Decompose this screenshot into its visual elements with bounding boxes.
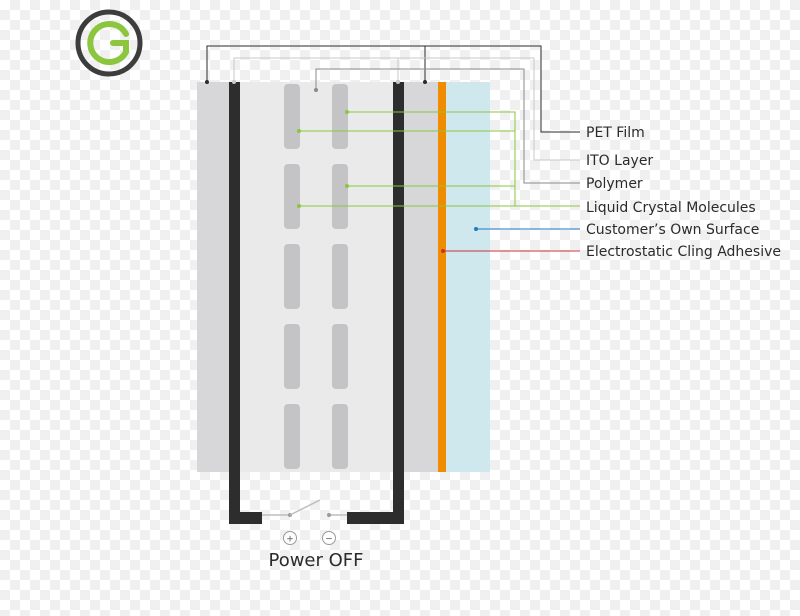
crystal-capsule [284, 84, 300, 149]
plus-terminal: + [283, 531, 297, 545]
crystal-capsule [332, 244, 348, 309]
pet-film-left [197, 82, 229, 472]
crystal-capsule [284, 244, 300, 309]
layer-labels: PET Film ITO Layer Polymer Liquid Crysta… [586, 125, 781, 260]
crystal-capsule [284, 404, 300, 469]
crystal-capsule [332, 324, 348, 389]
adhesive-layer [438, 82, 446, 472]
crystal-capsule [332, 164, 348, 229]
plus-sign: + [286, 535, 294, 545]
minus-sign: − [325, 535, 333, 545]
leader-liquid-crystal [297, 110, 580, 208]
ito-layer-left [229, 82, 262, 524]
minus-terminal: − [322, 531, 336, 545]
leader-polymer [314, 68, 580, 184]
power-switch: + − Power OFF [262, 499, 364, 571]
leader-ito-layer [232, 57, 580, 161]
leader-customer-surface [474, 227, 580, 231]
label-customer-surface: Customer’s Own Surface [586, 222, 759, 238]
leader-lines [205, 45, 580, 253]
customer-surface-layer [446, 82, 490, 472]
label-pet-film: PET Film [586, 125, 645, 141]
crystal-capsule [332, 404, 348, 469]
logo [75, 9, 143, 77]
crystal-capsule [284, 164, 300, 229]
label-ito-layer: ITO Layer [586, 153, 653, 169]
logo-mark [87, 21, 129, 65]
pet-film-right [404, 82, 438, 472]
leader-pet-film [205, 45, 580, 133]
polymer-layer [240, 82, 393, 472]
crystal-capsule [284, 324, 300, 389]
ito-layer-right [347, 82, 404, 524]
film-layers [197, 82, 490, 524]
label-liquid-crystal-molecules: Liquid Crystal Molecules [586, 200, 756, 216]
power-status-caption: Power OFF [268, 550, 363, 571]
label-polymer: Polymer [586, 176, 643, 192]
crystal-capsule [332, 84, 348, 149]
label-cling-adhesive: Electrostatic Cling Adhesive [586, 244, 781, 260]
leader-cling-adhesive [441, 249, 580, 253]
liquid-crystal-molecules [284, 84, 348, 469]
logo-ring [75, 9, 143, 77]
